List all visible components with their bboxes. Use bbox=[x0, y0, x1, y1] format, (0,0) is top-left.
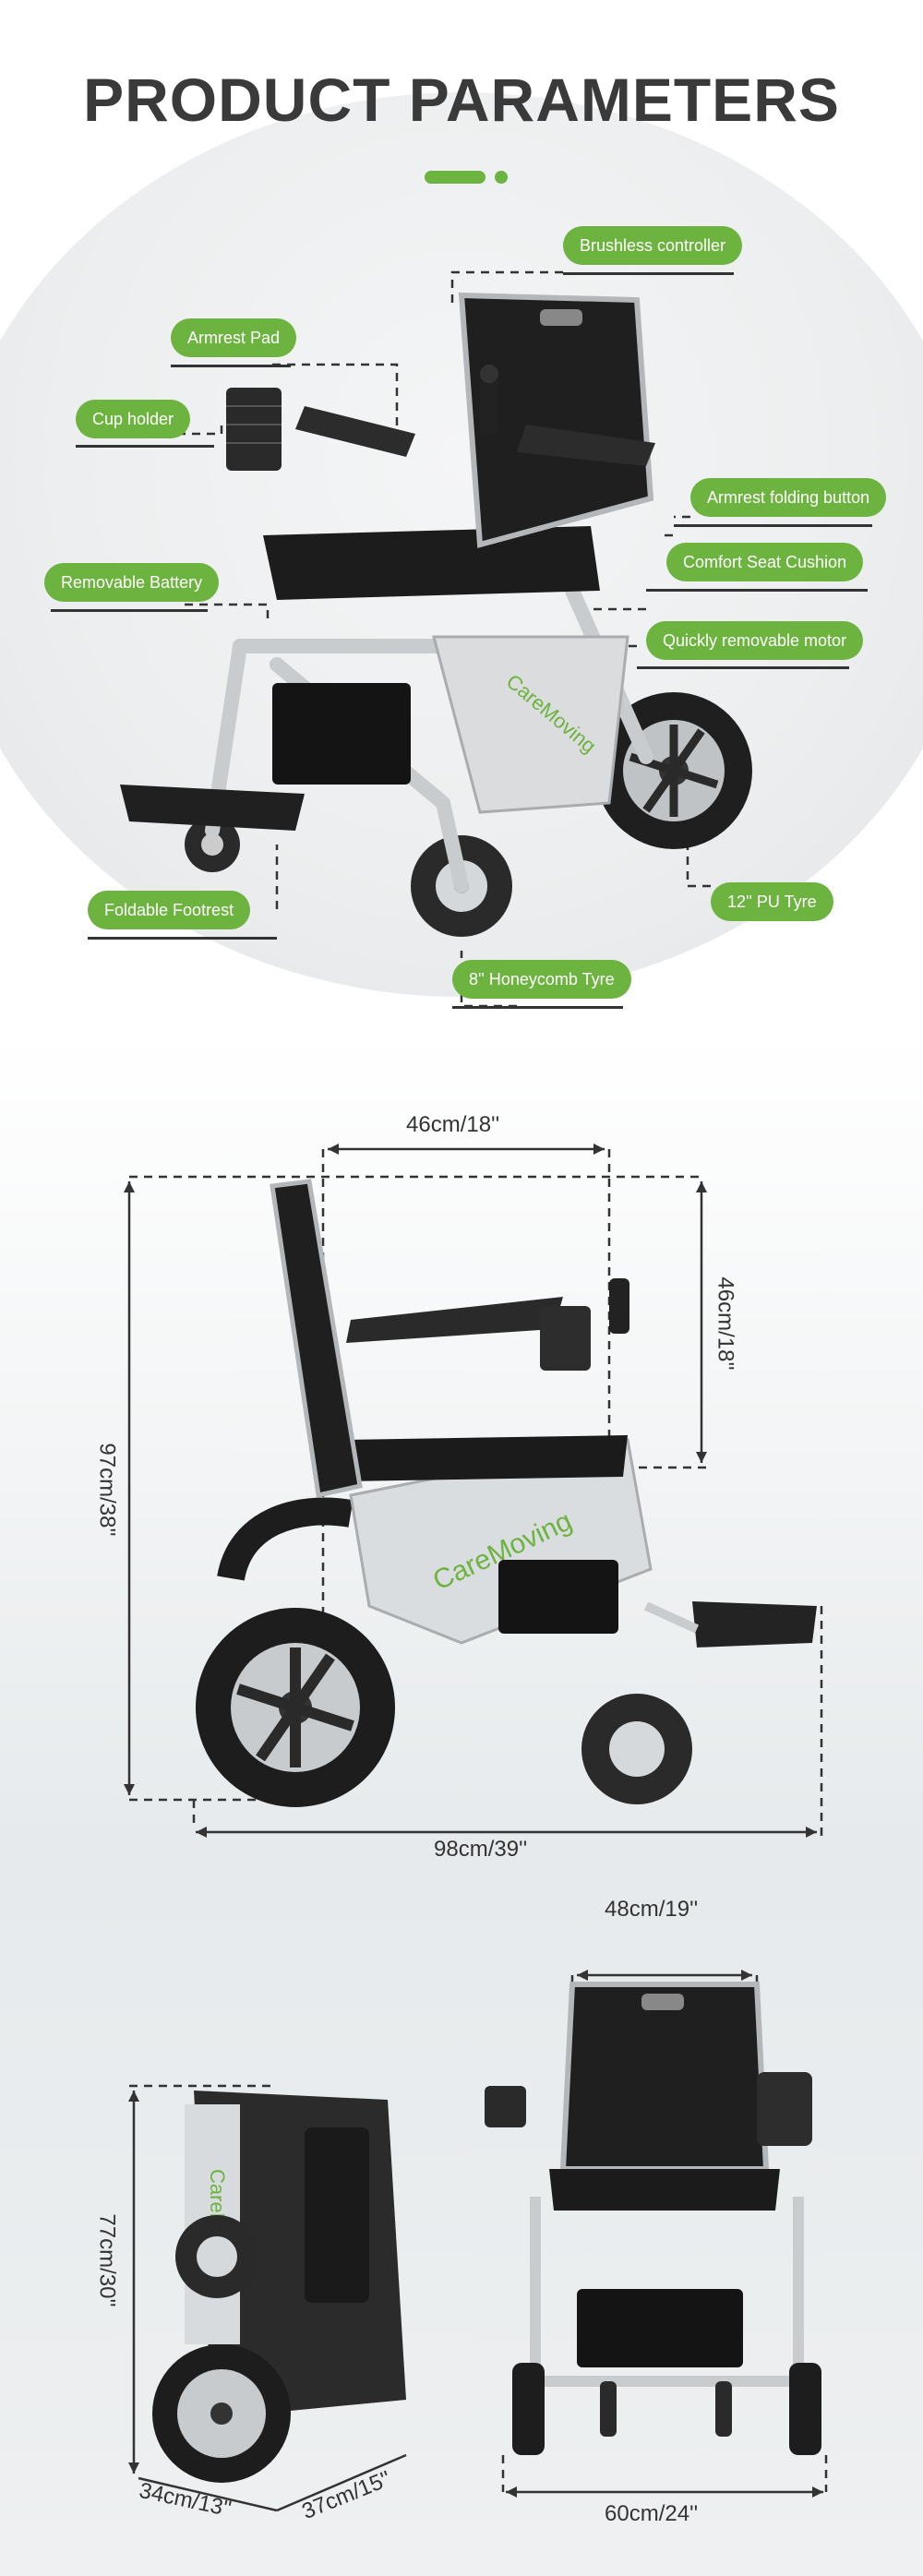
label-brushless-controller: Brushless controller bbox=[563, 226, 743, 265]
front-seat-width-dim: 48cm/19'' bbox=[605, 1897, 699, 1922]
front-wheelchair-icon bbox=[485, 1982, 821, 2455]
label-honeycomb-tyre: 8'' Honeycomb Tyre bbox=[452, 960, 631, 999]
label-comfort-seat-cushion: Comfort Seat Cushion bbox=[666, 543, 864, 581]
label-armrest-pad: Armrest Pad bbox=[171, 318, 297, 357]
label-removable-motor: Quickly removable motor bbox=[646, 621, 864, 660]
title-accent-bar bbox=[425, 171, 485, 184]
underline-honeycomb-tyre bbox=[452, 1006, 623, 1009]
label-removable-battery: Removable Battery bbox=[44, 563, 220, 602]
underline-removable-battery bbox=[51, 609, 208, 612]
folded-wheelchair-icon: CareMo bbox=[152, 2091, 406, 2483]
underline-removable-motor bbox=[637, 666, 849, 669]
underline-brushless-controller bbox=[563, 272, 734, 275]
side-view-dimension-drawing: CareMoving bbox=[124, 1144, 823, 1838]
wheelchair-main-icon: CareMoving bbox=[120, 292, 752, 937]
underline-foldable-footrest bbox=[88, 937, 277, 940]
label-pu-tyre: 12'' PU Tyre bbox=[711, 882, 833, 921]
underline-armrest-folding-button bbox=[674, 524, 872, 527]
front-total-width-dim: 60cm/24'' bbox=[605, 2501, 699, 2526]
side-back-height-dim: 46cm/18'' bbox=[713, 1276, 738, 1371]
folded-front-dimension-drawing: CareMo bbox=[128, 1970, 828, 2512]
underline-cup-holder bbox=[76, 445, 214, 448]
underline-armrest-pad bbox=[171, 365, 291, 367]
side-total-length-dim: 98cm/39'' bbox=[434, 1837, 528, 1862]
wheelchair-feature-illustration: CareMoving bbox=[120, 270, 752, 1008]
label-armrest-folding-button: Armrest folding button bbox=[690, 478, 887, 517]
page-title: PRODUCT PARAMETERS bbox=[83, 66, 840, 134]
side-total-height-dim: 97cm/38'' bbox=[94, 1443, 120, 1537]
underline-comfort-seat-cushion bbox=[646, 589, 868, 592]
label-foldable-footrest: Foldable Footrest bbox=[88, 891, 251, 929]
wheelchair-side-icon: CareMoving bbox=[196, 1179, 817, 1807]
folded-height-dim: 77cm/30'' bbox=[94, 2213, 120, 2307]
title-accent-dot bbox=[495, 171, 508, 184]
label-cup-holder: Cup holder bbox=[76, 400, 191, 438]
side-seat-depth-dim: 46cm/18'' bbox=[406, 1112, 500, 1137]
